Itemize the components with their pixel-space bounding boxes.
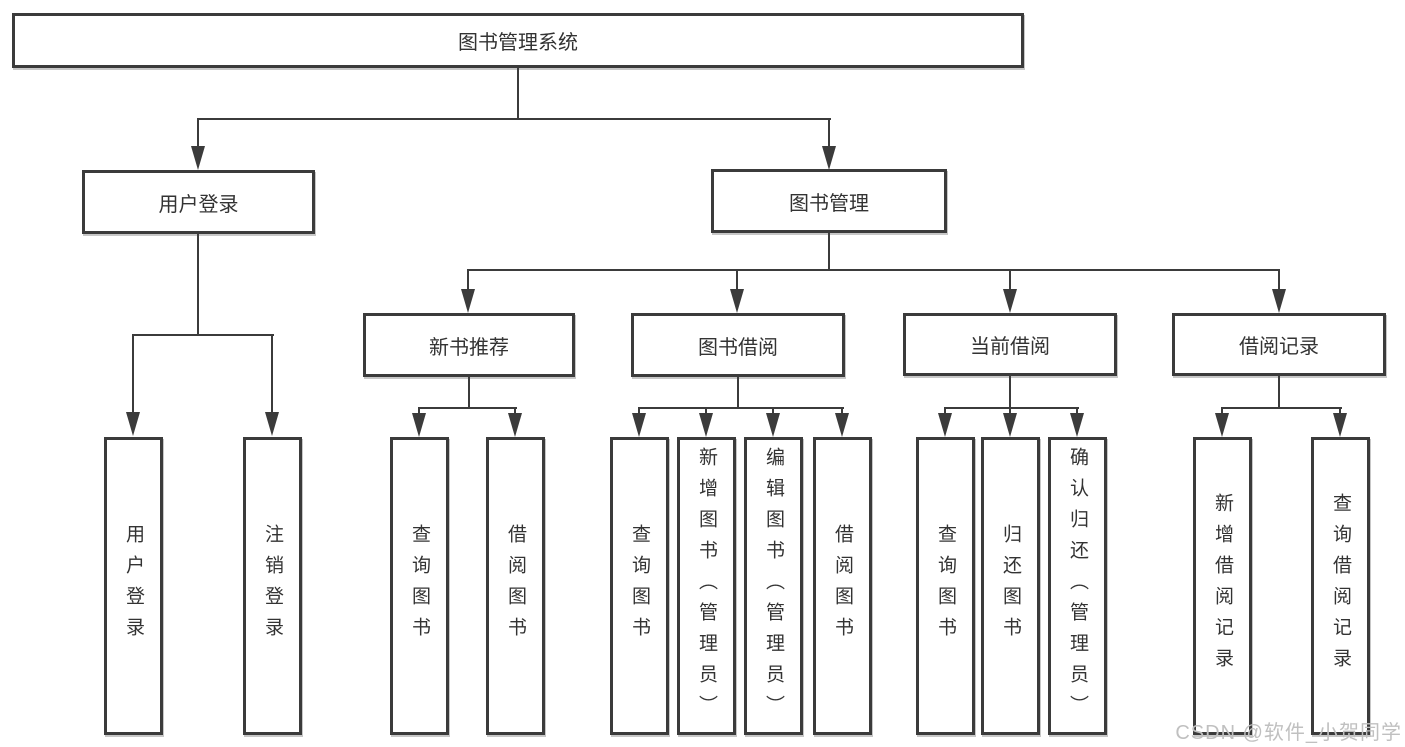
edge-drop-user-login bbox=[197, 118, 199, 148]
arrowhead-book-management bbox=[822, 146, 836, 170]
edge-new-book-rail bbox=[418, 407, 517, 409]
edge-drop-g2-2 bbox=[514, 407, 516, 416]
arrowhead-g2-2 bbox=[508, 413, 522, 437]
arrowhead-current-borrow bbox=[1003, 289, 1017, 313]
arrowhead-login-leaf bbox=[126, 412, 140, 436]
edge-borrow-records-stem bbox=[1278, 374, 1280, 409]
csdn-watermark: CSDN @软件_小贺同学 bbox=[1175, 722, 1402, 744]
edge-drop-book-management bbox=[828, 118, 830, 148]
arrowhead-borrow-records bbox=[1272, 289, 1286, 313]
edge-drop-g3-2 bbox=[705, 407, 707, 416]
arrowhead-g4-1 bbox=[938, 413, 952, 437]
edge-drop-g4-2 bbox=[1009, 407, 1011, 416]
leaf-user-login: 用户登录 bbox=[104, 437, 163, 735]
edge-drop-g3-4 bbox=[841, 407, 843, 416]
leaf-query-books-current: 查询图书 bbox=[916, 437, 975, 735]
leaf-return-book: 归还图书 bbox=[981, 437, 1040, 735]
leaf-query-books-recommend: 查询图书 bbox=[390, 437, 449, 735]
edge-drop-g4-1 bbox=[944, 407, 946, 416]
arrowhead-g5-2 bbox=[1333, 413, 1347, 437]
edge-user-login-stem bbox=[197, 232, 199, 336]
edge-drop-g3-1 bbox=[638, 407, 640, 416]
leaf-add-book-admin: 新增图书（管理员） bbox=[677, 437, 736, 735]
leaf-confirm-return-admin: 确认归还（管理员） bbox=[1048, 437, 1107, 735]
leaf-add-borrow-record: 新增借阅记录 bbox=[1193, 437, 1252, 735]
edge-root-rail bbox=[197, 118, 831, 120]
edge-drop-g2-1 bbox=[418, 407, 420, 416]
edge-drop-g4-3 bbox=[1076, 407, 1078, 416]
edge-drop-borrow-records bbox=[1278, 269, 1280, 292]
edge-borrow-records-rail bbox=[1221, 407, 1342, 409]
arrowhead-new-book bbox=[461, 289, 475, 313]
arrowhead-g4-3 bbox=[1070, 413, 1084, 437]
arrowhead-user-login bbox=[191, 146, 205, 170]
edge-current-borrow-stem bbox=[1009, 374, 1011, 409]
arrowhead-g4-2 bbox=[1003, 413, 1017, 437]
arrowhead-g3-3 bbox=[766, 413, 780, 437]
arrowhead-g3-2 bbox=[699, 413, 713, 437]
leaf-edit-book-admin: 编辑图书（管理员） bbox=[744, 437, 803, 735]
node-book-management: 图书管理 bbox=[711, 169, 947, 233]
node-user-login: 用户登录 bbox=[82, 170, 315, 234]
edge-book-mgmt-stem bbox=[828, 231, 830, 271]
edge-drop-login-leaf bbox=[132, 334, 134, 414]
edge-book-mgmt-rail bbox=[467, 269, 1280, 271]
node-borrowing-records: 借阅记录 bbox=[1172, 313, 1386, 376]
edge-root-stem bbox=[517, 66, 519, 119]
edge-book-borrow-stem bbox=[737, 375, 739, 409]
leaf-borrow-books-recommend: 借阅图书 bbox=[486, 437, 545, 735]
edge-drop-g5-1 bbox=[1221, 407, 1223, 416]
arrowhead-g5-1 bbox=[1215, 413, 1229, 437]
edge-new-book-stem bbox=[468, 375, 470, 409]
edge-drop-current-borrow bbox=[1009, 269, 1011, 292]
edge-drop-book-borrow bbox=[736, 269, 738, 292]
node-book-borrowing: 图书借阅 bbox=[631, 313, 845, 377]
arrowhead-g3-4 bbox=[835, 413, 849, 437]
leaf-borrow-books-borrowing: 借阅图书 bbox=[813, 437, 872, 735]
node-current-borrowing: 当前借阅 bbox=[903, 313, 1117, 376]
arrowhead-logout-leaf bbox=[265, 412, 279, 436]
leaf-query-borrow-record: 查询借阅记录 bbox=[1311, 437, 1370, 735]
edge-drop-logout-leaf bbox=[271, 334, 273, 414]
arrowhead-g3-1 bbox=[632, 413, 646, 437]
edge-drop-g3-3 bbox=[772, 407, 774, 416]
edge-drop-g5-2 bbox=[1339, 407, 1341, 416]
arrowhead-g2-1 bbox=[412, 413, 426, 437]
edge-current-borrow-rail bbox=[944, 407, 1079, 409]
leaf-logout: 注销登录 bbox=[243, 437, 302, 735]
edge-book-borrow-rail bbox=[638, 407, 844, 409]
arrowhead-book-borrow bbox=[730, 289, 744, 313]
node-library-system: 图书管理系统 bbox=[12, 13, 1024, 68]
edge-drop-new-book bbox=[467, 269, 469, 292]
leaf-query-books-borrowing: 查询图书 bbox=[610, 437, 669, 735]
node-new-book-recommendation: 新书推荐 bbox=[363, 313, 575, 377]
edge-user-login-rail bbox=[132, 334, 274, 336]
